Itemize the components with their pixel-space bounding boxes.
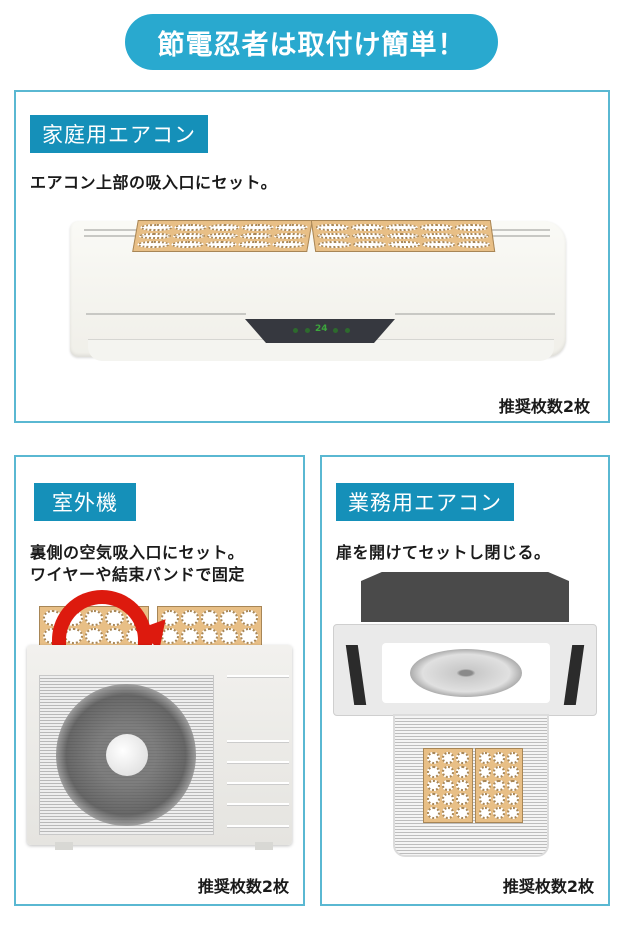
cassette-frame	[333, 624, 597, 716]
commercial-ac-recommended-count: 推奨枚数2枚	[502, 877, 594, 896]
commercial-ac-description: 扉を開けてセットし閉じる。	[336, 543, 551, 562]
filter-sheet-right	[310, 220, 496, 252]
outdoor-unit-description-1: 裏側の空気吸入口にセット。	[30, 543, 245, 562]
outdoor-unit-body	[27, 645, 292, 845]
home-ac-illustration: 24	[70, 215, 566, 361]
filter-sheet-right	[475, 748, 523, 823]
cassette-housing	[361, 572, 569, 622]
fan-hub	[106, 734, 148, 776]
home-ac-recommended-count: 推奨枚数2枚	[498, 397, 590, 416]
commercial-ac-tag: 業務用エアコン	[336, 483, 514, 521]
outdoor-unit-tag: 室外機	[34, 483, 136, 521]
commercial-ac-illustration	[333, 572, 597, 857]
filter-sheet-left	[132, 220, 313, 252]
outdoor-unit-recommended-count: 推奨枚数2枚	[197, 877, 289, 896]
home-ac-description: エアコン上部の吸入口にセット。	[30, 173, 278, 192]
fan-icon	[410, 649, 522, 697]
ac-temperature: 24	[315, 324, 328, 334]
filter-sheet-left	[423, 748, 473, 823]
red-arrow-icon	[52, 590, 152, 650]
intake-grill	[393, 714, 549, 857]
outdoor-unit-illustration	[27, 590, 292, 855]
filter-sheet-right	[157, 606, 262, 648]
ac-display-panel: 24	[245, 319, 395, 343]
fan-grill	[39, 675, 214, 835]
home-ac-tag: 家庭用エアコン	[30, 115, 208, 153]
page-title: 節電忍者は取付け簡単！	[125, 14, 498, 70]
outdoor-unit-description-2: ワイヤーや結束バンドで固定	[30, 565, 245, 584]
